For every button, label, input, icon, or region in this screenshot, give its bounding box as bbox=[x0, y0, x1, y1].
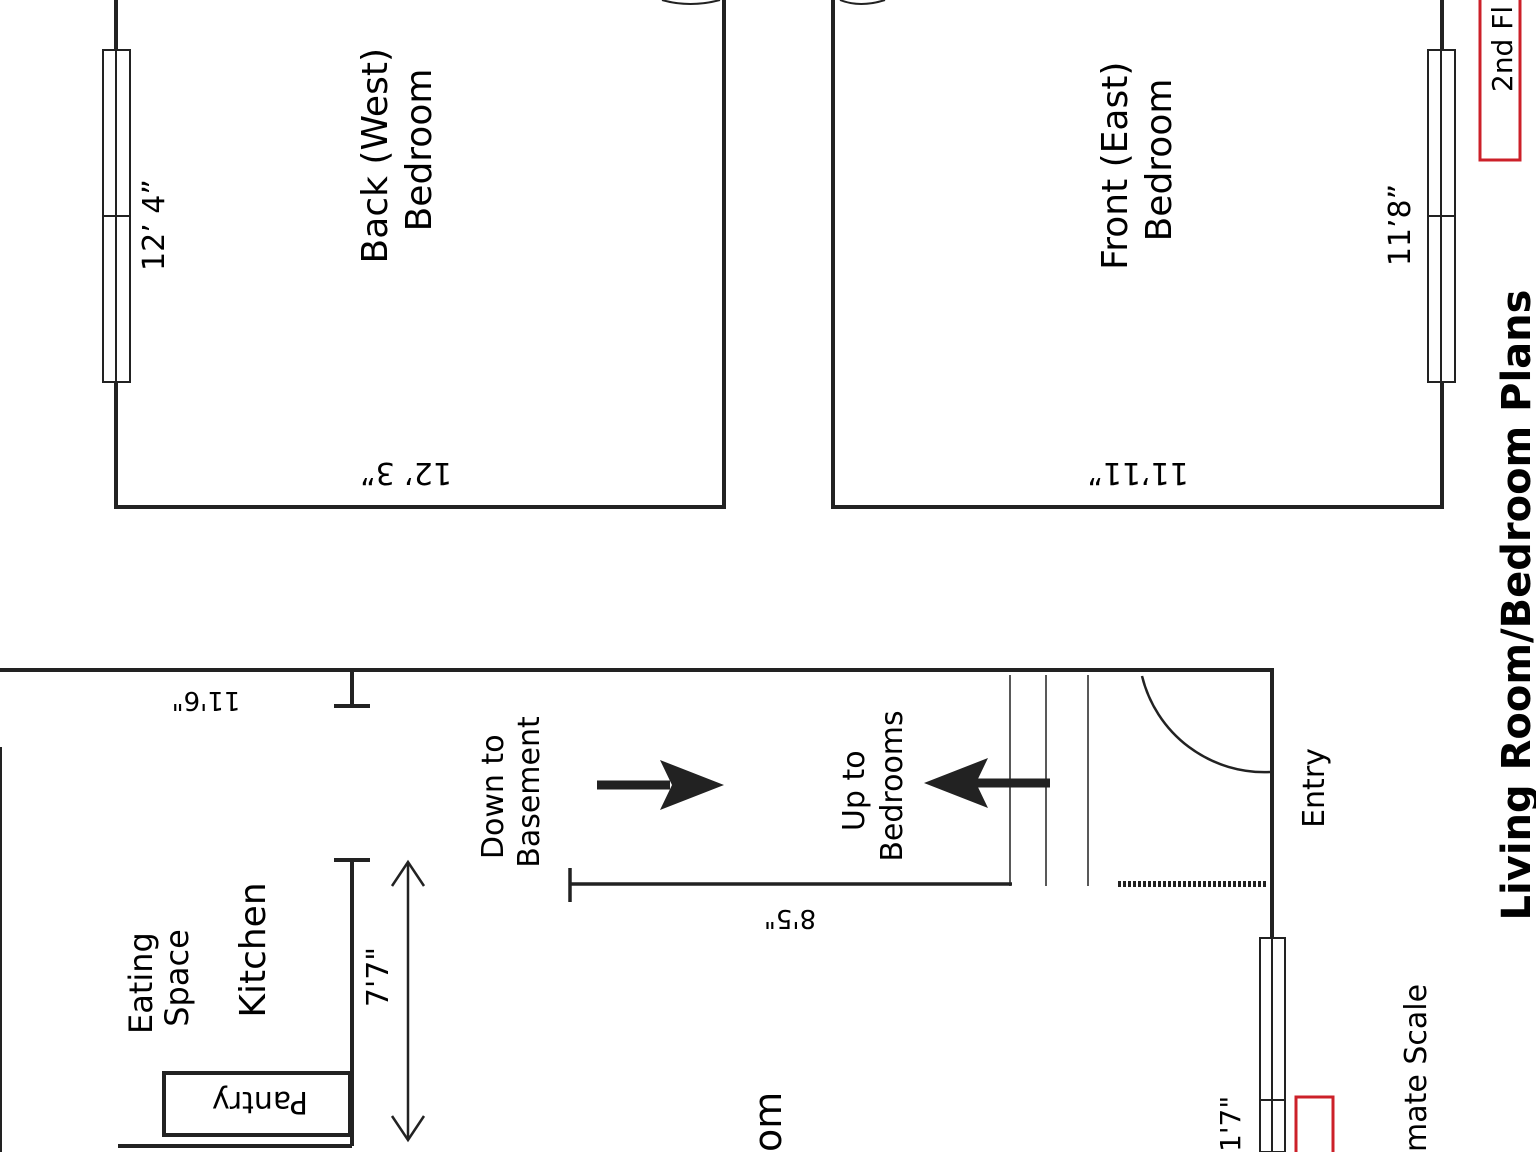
stair-wall bbox=[568, 868, 1012, 902]
kitchen-label: Kitchen bbox=[233, 882, 274, 1017]
eating-space-label: Eating Space bbox=[122, 922, 196, 1034]
up-to-bedrooms-label: Up to Bedrooms bbox=[837, 710, 910, 861]
scale-marker-box bbox=[1294, 1095, 1335, 1152]
kitchen-dim-label: 7'7" bbox=[361, 947, 396, 1007]
entry-door-swing bbox=[1140, 675, 1271, 774]
front-bedroom-bottom-dim: 11’11” bbox=[1087, 455, 1188, 490]
back-bedroom-door-swing bbox=[661, 0, 721, 5]
front-bedroom-name: Front (East) Bedroom bbox=[1095, 50, 1180, 270]
front-bedroom-side-dim: 11’8” bbox=[1383, 184, 1418, 266]
back-bedroom-bottom-dim: 12’ 3” bbox=[360, 455, 452, 490]
entry-label: Entry bbox=[1297, 748, 1332, 828]
back-bedroom-side-dim: 12’ 4” bbox=[137, 179, 172, 271]
dim-11-6: 11'6" bbox=[172, 685, 241, 715]
pantry-outline bbox=[162, 1071, 352, 1137]
back-bedroom-window bbox=[102, 49, 131, 383]
floor-tag-box bbox=[1478, 0, 1522, 162]
kitchen-dimension-arrow bbox=[390, 859, 426, 1143]
first-floor-walls bbox=[0, 668, 1274, 1152]
plan-title: Living Room/Bedroom Plans bbox=[1494, 290, 1536, 921]
living-room-label: om bbox=[746, 1092, 790, 1152]
front-bedroom-window bbox=[1427, 49, 1456, 383]
pantry-label: Pantry bbox=[212, 1084, 308, 1119]
living-room-window bbox=[1259, 937, 1286, 1152]
up-arrow bbox=[924, 758, 1050, 808]
back-bedroom-name: Back (West) Bedroom bbox=[355, 37, 440, 264]
front-bedroom bbox=[831, 0, 1444, 509]
down-arrow bbox=[597, 760, 724, 810]
down-to-basement-label: Down to Basement bbox=[476, 716, 547, 868]
front-bedroom-door-swing bbox=[839, 0, 886, 5]
living-room-dim: 1'7" bbox=[1214, 1096, 1247, 1152]
scale-note: mate Scale bbox=[1399, 984, 1434, 1152]
dim-8-5: 8'5" bbox=[764, 903, 816, 933]
floor-tag: 2nd Fl bbox=[1486, 6, 1519, 92]
